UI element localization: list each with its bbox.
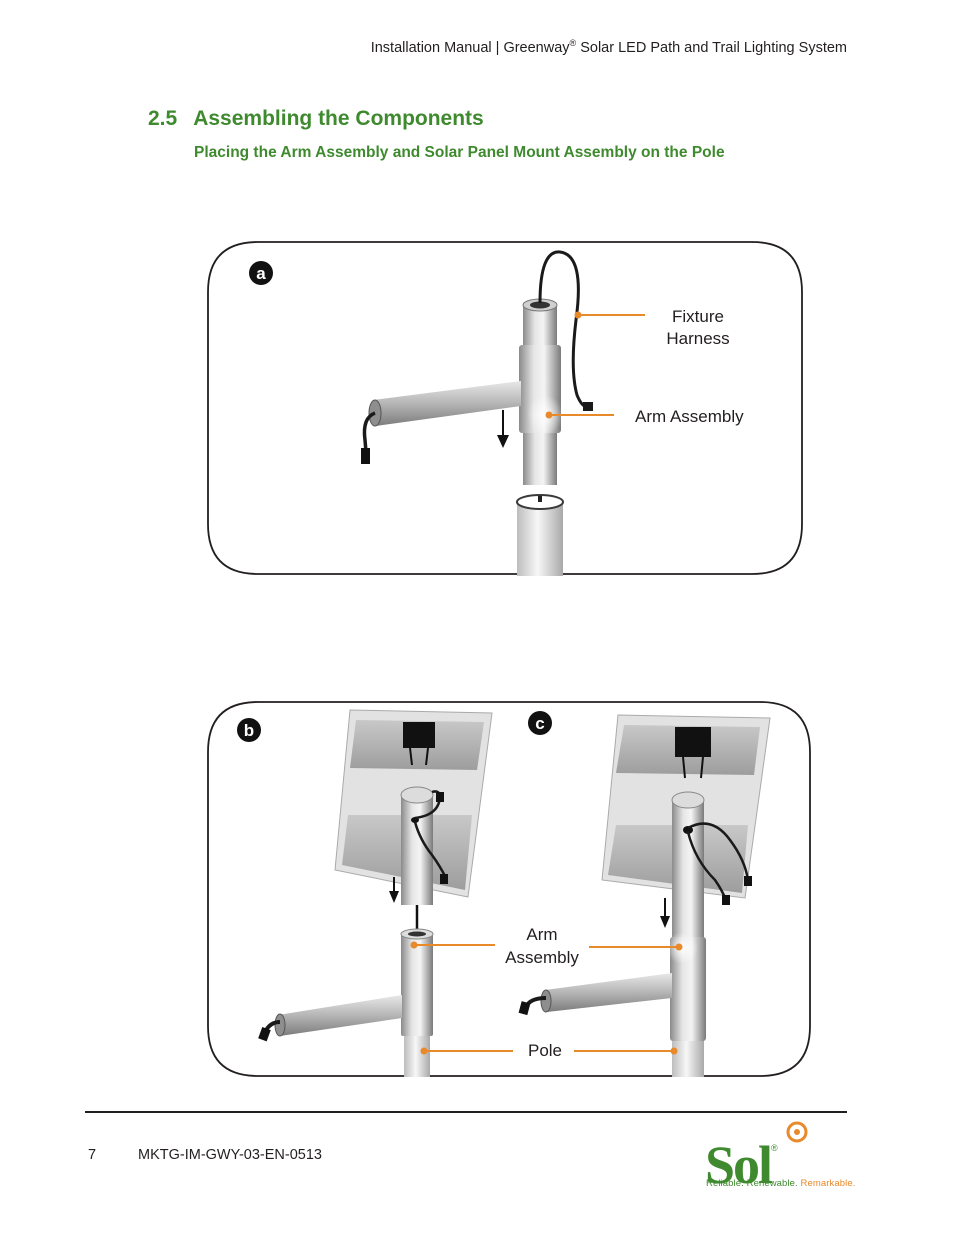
figure-a-badge (249, 261, 273, 285)
figure-bc-label-arm-2: Assembly (505, 948, 579, 967)
figure-bc-callout-arm-b (410, 941, 495, 949)
figure-b-badge-label: b (244, 721, 254, 740)
running-header: Installation Manual | Greenway® Solar LE… (0, 38, 847, 56)
figure-a-harness-connector (583, 402, 593, 411)
section-number: 2.5 (148, 107, 178, 130)
figure-c-badge (528, 711, 552, 735)
header-registered-mark: ® (569, 38, 577, 48)
section-title-text: Assembling the Components (193, 107, 484, 130)
document-code: MKTG-IM-GWY-03-EN-0513 (138, 1147, 322, 1163)
figure-a-arm-assembly (361, 298, 563, 485)
page-number: 7 (88, 1147, 97, 1163)
figure-a-pole (516, 494, 564, 576)
figure-bc-callout-pole-b (420, 1047, 513, 1055)
sol-logo-registered-mark: ® (771, 1143, 777, 1153)
sol-logo-text: Sol (705, 1135, 773, 1195)
figure-b-down-arrow (389, 877, 399, 903)
header-text: Installation Manual | Greenway (370, 39, 570, 56)
sol-logo-tagline-orange: Remarkable. (800, 1178, 856, 1189)
figure-a-frame (207, 241, 803, 575)
section-subtitle: Placing the Arm Assembly and Solar Panel… (194, 144, 725, 161)
figure-c-pole-assembly (518, 791, 752, 1077)
header-text-rest: Solar LED Path and Trail Lighting System (576, 39, 847, 56)
figure-c-badge-label: c (535, 714, 544, 733)
figure-a-callout-arm (545, 411, 614, 419)
sol-logo-tagline-green: Reliable. Renewable. (706, 1178, 798, 1189)
figure-a-label-fixture-2: Harness (666, 329, 729, 348)
sol-logo-tagline: Reliable. Renewable. Remarkable. (706, 1178, 856, 1189)
footer-divider (85, 1111, 847, 1113)
figure-b-arm-and-pole (258, 928, 434, 1077)
figure-c-down-arrow (660, 898, 670, 928)
figure-a-down-arrow (497, 410, 509, 448)
section-title: 2.5 Assembling the Components (148, 107, 484, 131)
figure-bc-callout-arm-c (589, 943, 683, 951)
figure-a-fixture-harness (538, 250, 587, 409)
figure-bc-label-arm-1: Arm (526, 925, 557, 944)
figure-a-badge-label: a (256, 264, 266, 283)
figure-bc-frame (207, 701, 811, 1077)
figure-bc-label-pole: Pole (528, 1041, 562, 1060)
figure-bc-callout-pole-c (574, 1047, 678, 1055)
figure-b-badge (237, 718, 261, 742)
sol-logo-wordmark: Sol® (705, 1118, 778, 1195)
figure-b-panel-mount-tube (400, 786, 448, 930)
figure-a-label-arm: Arm Assembly (635, 407, 744, 426)
figure-a-callout-fixture (574, 311, 645, 319)
figure-a-label-fixture-1: Fixture (672, 307, 724, 326)
